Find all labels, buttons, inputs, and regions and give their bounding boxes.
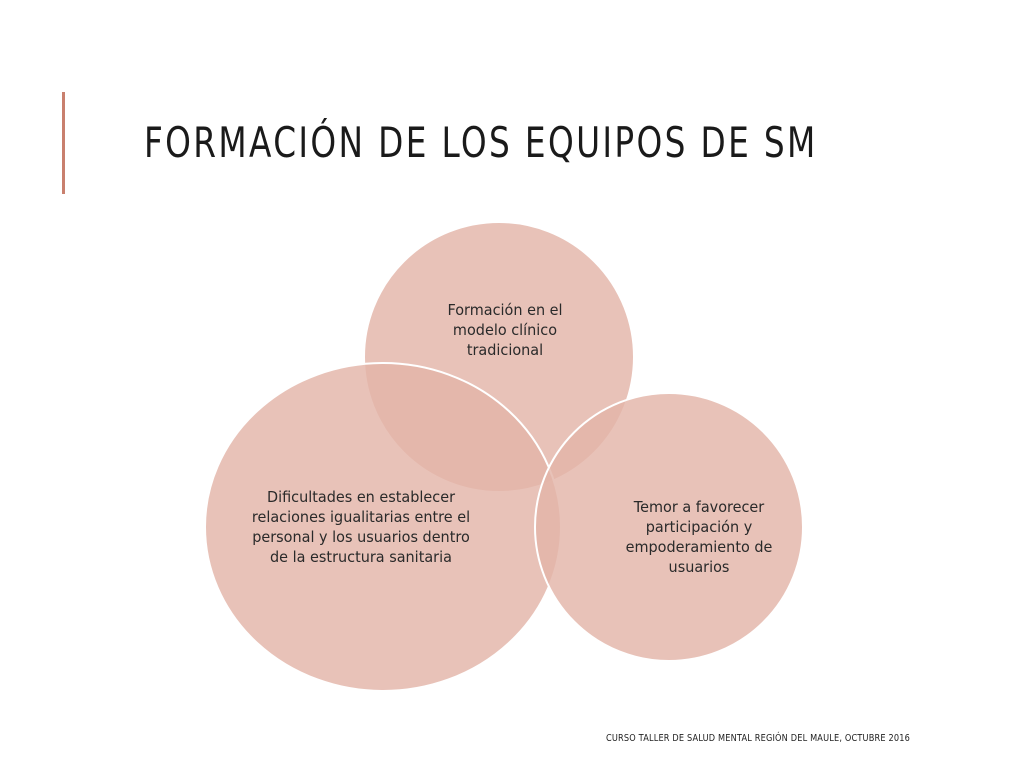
title-accent-bar (62, 92, 65, 194)
circle-label-fear-participation: Temor a favorecer participación y empode… (625, 498, 773, 576)
circle-label-relationship-difficulties: Dificultades en establecer relaciones ig… (251, 488, 471, 566)
slide-footer: CURSO TALLER DE SALUD MENTAL REGIÓN DEL … (606, 733, 911, 744)
circle-fear-participation (534, 392, 804, 662)
circle-label-traditional-model: Formación en el modelo clínico tradicion… (447, 301, 563, 359)
slide-title: FORMACIÓN DE LOS EQUIPOS DE SM (144, 118, 818, 167)
